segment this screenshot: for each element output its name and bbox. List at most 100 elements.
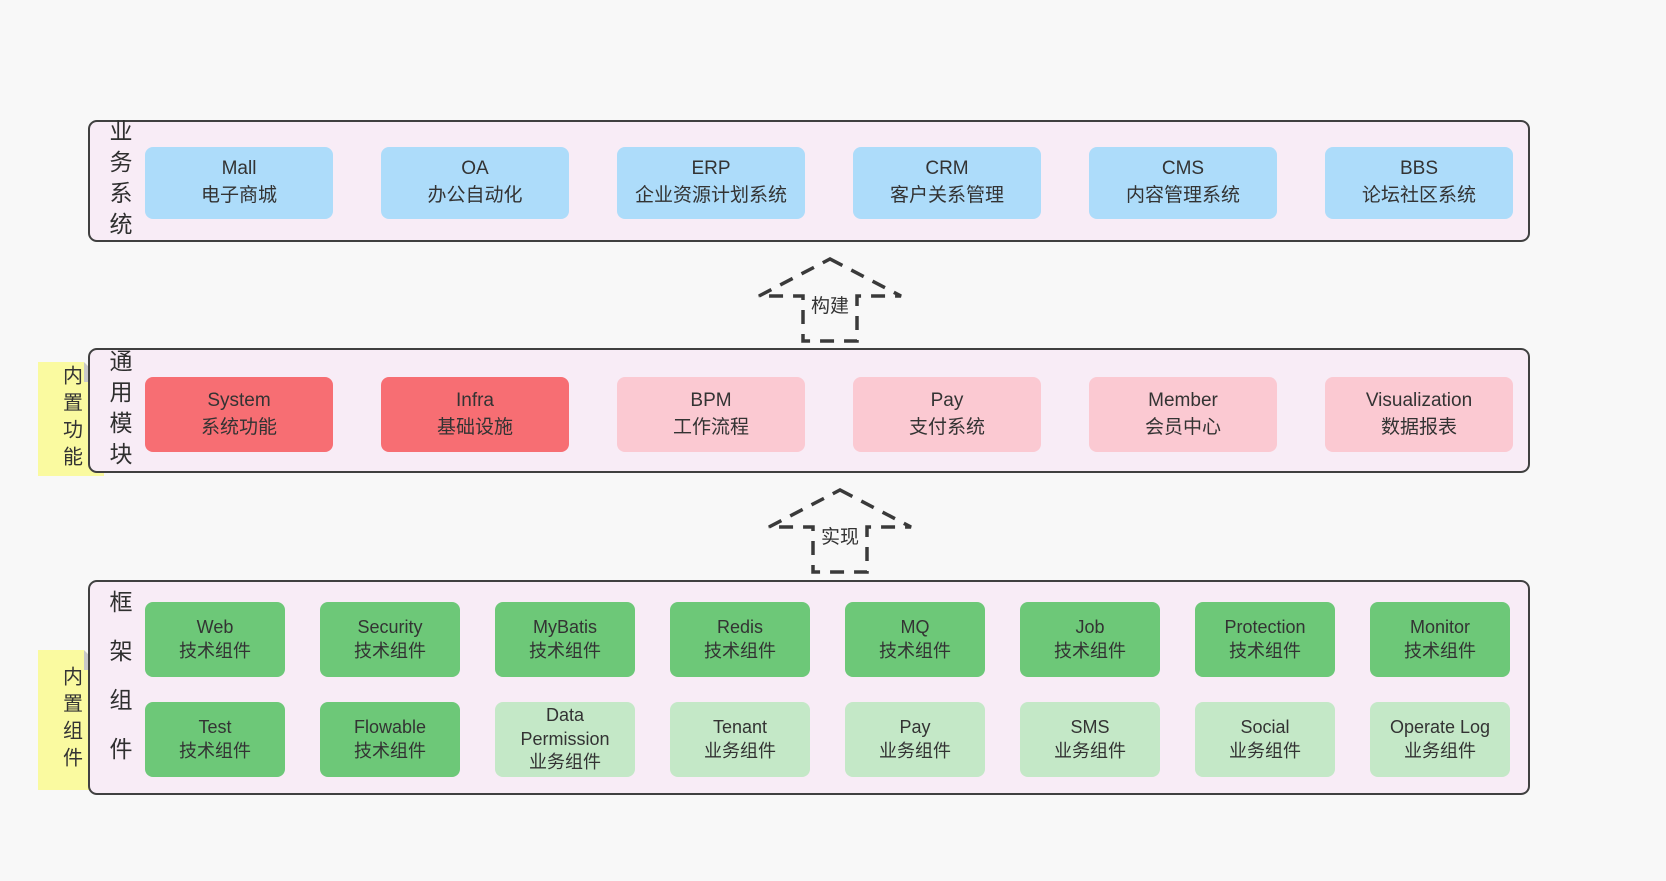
card-desc: 系统功能 xyxy=(200,416,277,438)
card-desc: 论坛社区系统 xyxy=(1361,185,1476,206)
card-desc: 基础设施 xyxy=(436,416,513,438)
card-mq: MQ 技术组件 xyxy=(845,602,985,677)
framework-row-1: Web 技术组件 Security 技术组件 MyBatis 技术组件 Redi… xyxy=(145,602,1510,677)
card-data-permission: Data Permission 业务组件 xyxy=(495,702,635,777)
card-name: Pay xyxy=(899,717,931,738)
card-visualization: Visualization 数据报表 xyxy=(1325,377,1513,452)
card-desc: 技术组件 xyxy=(179,740,251,761)
card-erp: ERP 企业资源计划系统 xyxy=(617,147,805,219)
card-name: SMS xyxy=(1070,717,1110,738)
card-job: Job 技术组件 xyxy=(1020,602,1160,677)
card-mall: Mall 电子商城 xyxy=(145,147,333,219)
card-desc: 技术组件 xyxy=(704,640,776,661)
card-redis: Redis 技术组件 xyxy=(670,602,810,677)
card-social: Social 业务组件 xyxy=(1195,702,1335,777)
framework-row-2: Test 技术组件 Flowable 技术组件 Data Permission … xyxy=(145,702,1510,777)
card-desc: 电子商城 xyxy=(200,185,277,206)
card-name: Flowable xyxy=(353,717,427,738)
card-desc: 业务组件 xyxy=(879,740,951,761)
card-desc: 技术组件 xyxy=(354,640,426,661)
business-card-row: Mall 电子商城 OA 办公自动化 ERP 企业资源计划系统 CRM 客户关系… xyxy=(145,147,1513,219)
card-desc: 工作流程 xyxy=(672,416,749,438)
card-desc: 技术组件 xyxy=(179,640,251,661)
card-desc: 技术组件 xyxy=(354,740,426,761)
card-web: Web 技术组件 xyxy=(145,602,285,677)
card-desc: 业务组件 xyxy=(529,752,601,773)
card-name: BPM xyxy=(690,389,732,411)
card-name: CMS xyxy=(1161,158,1205,180)
card-name: Tenant xyxy=(712,717,768,738)
card-desc: 技术组件 xyxy=(1054,640,1126,661)
card-name: Protection xyxy=(1224,617,1306,638)
card-desc: 技术组件 xyxy=(879,640,951,661)
card-desc: 业务组件 xyxy=(1054,740,1126,761)
build-arrow: 构建 xyxy=(755,255,905,345)
card-desc: 技术组件 xyxy=(529,640,601,661)
card-desc: 业务组件 xyxy=(1404,740,1476,761)
card-desc: 技术组件 xyxy=(1229,640,1301,661)
card-monitor: Monitor 技术组件 xyxy=(1370,602,1510,677)
panel-label-business: 业务系统 xyxy=(106,119,132,243)
card-name: Infra xyxy=(455,389,495,411)
card-desc: 内容管理系统 xyxy=(1125,185,1240,206)
common-modules-panel: 通用模块 System 系统功能 Infra 基础设施 BPM 工作流程 Pay… xyxy=(88,348,1530,473)
card-desc: 技术组件 xyxy=(1404,640,1476,661)
card-name: Pay xyxy=(930,389,964,411)
card-name: Data Permission xyxy=(520,705,610,749)
card-name: Operate Log xyxy=(1389,717,1491,738)
card-infra: Infra 基础设施 xyxy=(381,377,569,452)
card-mybatis: MyBatis 技术组件 xyxy=(495,602,635,677)
card-system: System 系统功能 xyxy=(145,377,333,452)
card-desc: 办公自动化 xyxy=(427,185,523,206)
card-name: MyBatis xyxy=(532,617,597,638)
card-desc: 企业资源计划系统 xyxy=(634,185,787,206)
card-name: CRM xyxy=(925,158,969,180)
card-test: Test 技术组件 xyxy=(145,702,285,777)
implement-arrow: 实现 xyxy=(765,486,915,576)
panel-label-framework: 框架组件 xyxy=(106,589,132,786)
card-member: Member 会员中心 xyxy=(1089,377,1277,452)
framework-card-grid: Web 技术组件 Security 技术组件 MyBatis 技术组件 Redi… xyxy=(145,602,1510,777)
card-protection: Protection 技术组件 xyxy=(1195,602,1335,677)
sticky-note-text: 内置功能 xyxy=(59,365,82,473)
card-operate-log: Operate Log 业务组件 xyxy=(1370,702,1510,777)
card-name: Visualization xyxy=(1365,389,1473,411)
card-pay-module: Pay 支付系统 xyxy=(853,377,1041,452)
card-cms: CMS 内容管理系统 xyxy=(1089,147,1277,219)
card-security: Security 技术组件 xyxy=(320,602,460,677)
card-name: MQ xyxy=(900,617,930,638)
card-desc: 会员中心 xyxy=(1144,416,1221,438)
card-bpm: BPM 工作流程 xyxy=(617,377,805,452)
card-desc: 业务组件 xyxy=(704,740,776,761)
framework-components-panel: 框架组件 Web 技术组件 Security 技术组件 MyBatis 技术组件… xyxy=(88,580,1530,795)
card-name: ERP xyxy=(691,158,731,180)
card-name: BBS xyxy=(1399,158,1439,180)
card-name: Monitor xyxy=(1409,617,1471,638)
business-systems-panel: 业务系统 Mall 电子商城 OA 办公自动化 ERP 企业资源计划系统 CRM… xyxy=(88,119,1530,243)
card-name: OA xyxy=(461,158,489,180)
card-name: Web xyxy=(196,617,234,638)
card-name: Member xyxy=(1148,389,1218,411)
card-name: Security xyxy=(357,617,423,638)
card-desc: 业务组件 xyxy=(1229,740,1301,761)
arrow-label: 构建 xyxy=(807,291,853,318)
arrow-label: 实现 xyxy=(817,522,863,549)
card-tenant: Tenant 业务组件 xyxy=(670,702,810,777)
card-sms: SMS 业务组件 xyxy=(1020,702,1160,777)
card-name: Mall xyxy=(221,158,257,180)
modules-card-row: System 系统功能 Infra 基础设施 BPM 工作流程 Pay 支付系统… xyxy=(145,377,1513,452)
card-name: Redis xyxy=(716,617,764,638)
card-oa: OA 办公自动化 xyxy=(381,147,569,219)
card-crm: CRM 客户关系管理 xyxy=(853,147,1041,219)
card-flowable: Flowable 技术组件 xyxy=(320,702,460,777)
card-name: System xyxy=(207,389,271,411)
sticky-note-text: 内置组件 xyxy=(59,666,82,774)
card-bbs: BBS 论坛社区系统 xyxy=(1325,147,1513,219)
card-desc: 支付系统 xyxy=(908,416,985,438)
card-pay-component: Pay 业务组件 xyxy=(845,702,985,777)
dashed-up-arrow-icon xyxy=(768,488,912,574)
card-desc: 数据报表 xyxy=(1380,416,1457,438)
card-name: Test xyxy=(198,717,232,738)
panel-label-modules: 通用模块 xyxy=(106,348,132,473)
